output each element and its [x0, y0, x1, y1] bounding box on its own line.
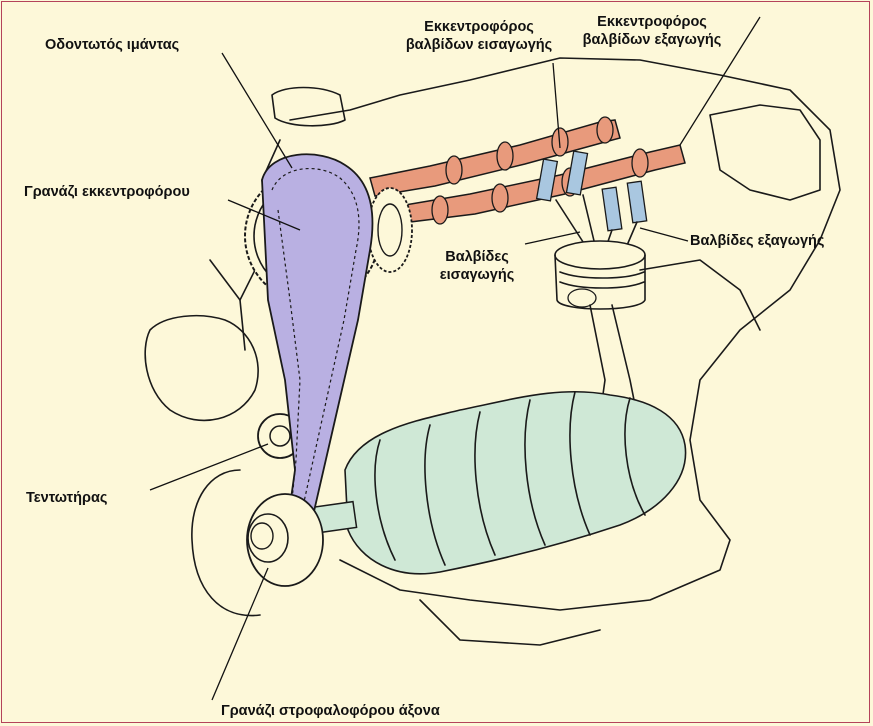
tensioner-label: Τεντωτήρας	[26, 489, 107, 507]
exhaust-valves-label: Βαλβίδες εξαγωγής	[690, 232, 824, 250]
exhaust-camshaft-label: Εκκεντροφόρος βαλβίδων εξαγωγής	[566, 13, 738, 49]
crankshaft-gear	[247, 494, 323, 586]
intake-camshaft-label: Εκκεντροφόρος βαλβίδων εισαγωγής	[397, 18, 561, 54]
camshaft-gear-label: Γρανάζι εκκεντροφόρου	[24, 183, 190, 201]
secondary-cam-gear	[368, 188, 412, 272]
exhaust-camshaft-label-line1: Εκκεντροφόρος	[566, 13, 738, 31]
crankshaft	[303, 392, 685, 574]
intake-valves-label-line1: Βαλβίδες	[430, 248, 524, 266]
exhaust-camshaft-label-line2: βαλβίδων εξαγωγής	[566, 31, 738, 49]
intake-valves-label-line2: εισαγωγής	[430, 266, 524, 284]
intake-camshaft-label-line2: βαλβίδων εισαγωγής	[397, 36, 561, 54]
intake-camshaft-label-line1: Εκκεντροφόρος	[397, 18, 561, 36]
crankshaft-gear-label: Γρανάζι στροφαλοφόρου άξονα	[221, 702, 440, 720]
timing-belt-label: Οδοντωτός ιμάντας	[45, 36, 179, 54]
piston	[555, 241, 645, 309]
intake-valves-label: Βαλβίδες εισαγωγής	[430, 248, 524, 284]
